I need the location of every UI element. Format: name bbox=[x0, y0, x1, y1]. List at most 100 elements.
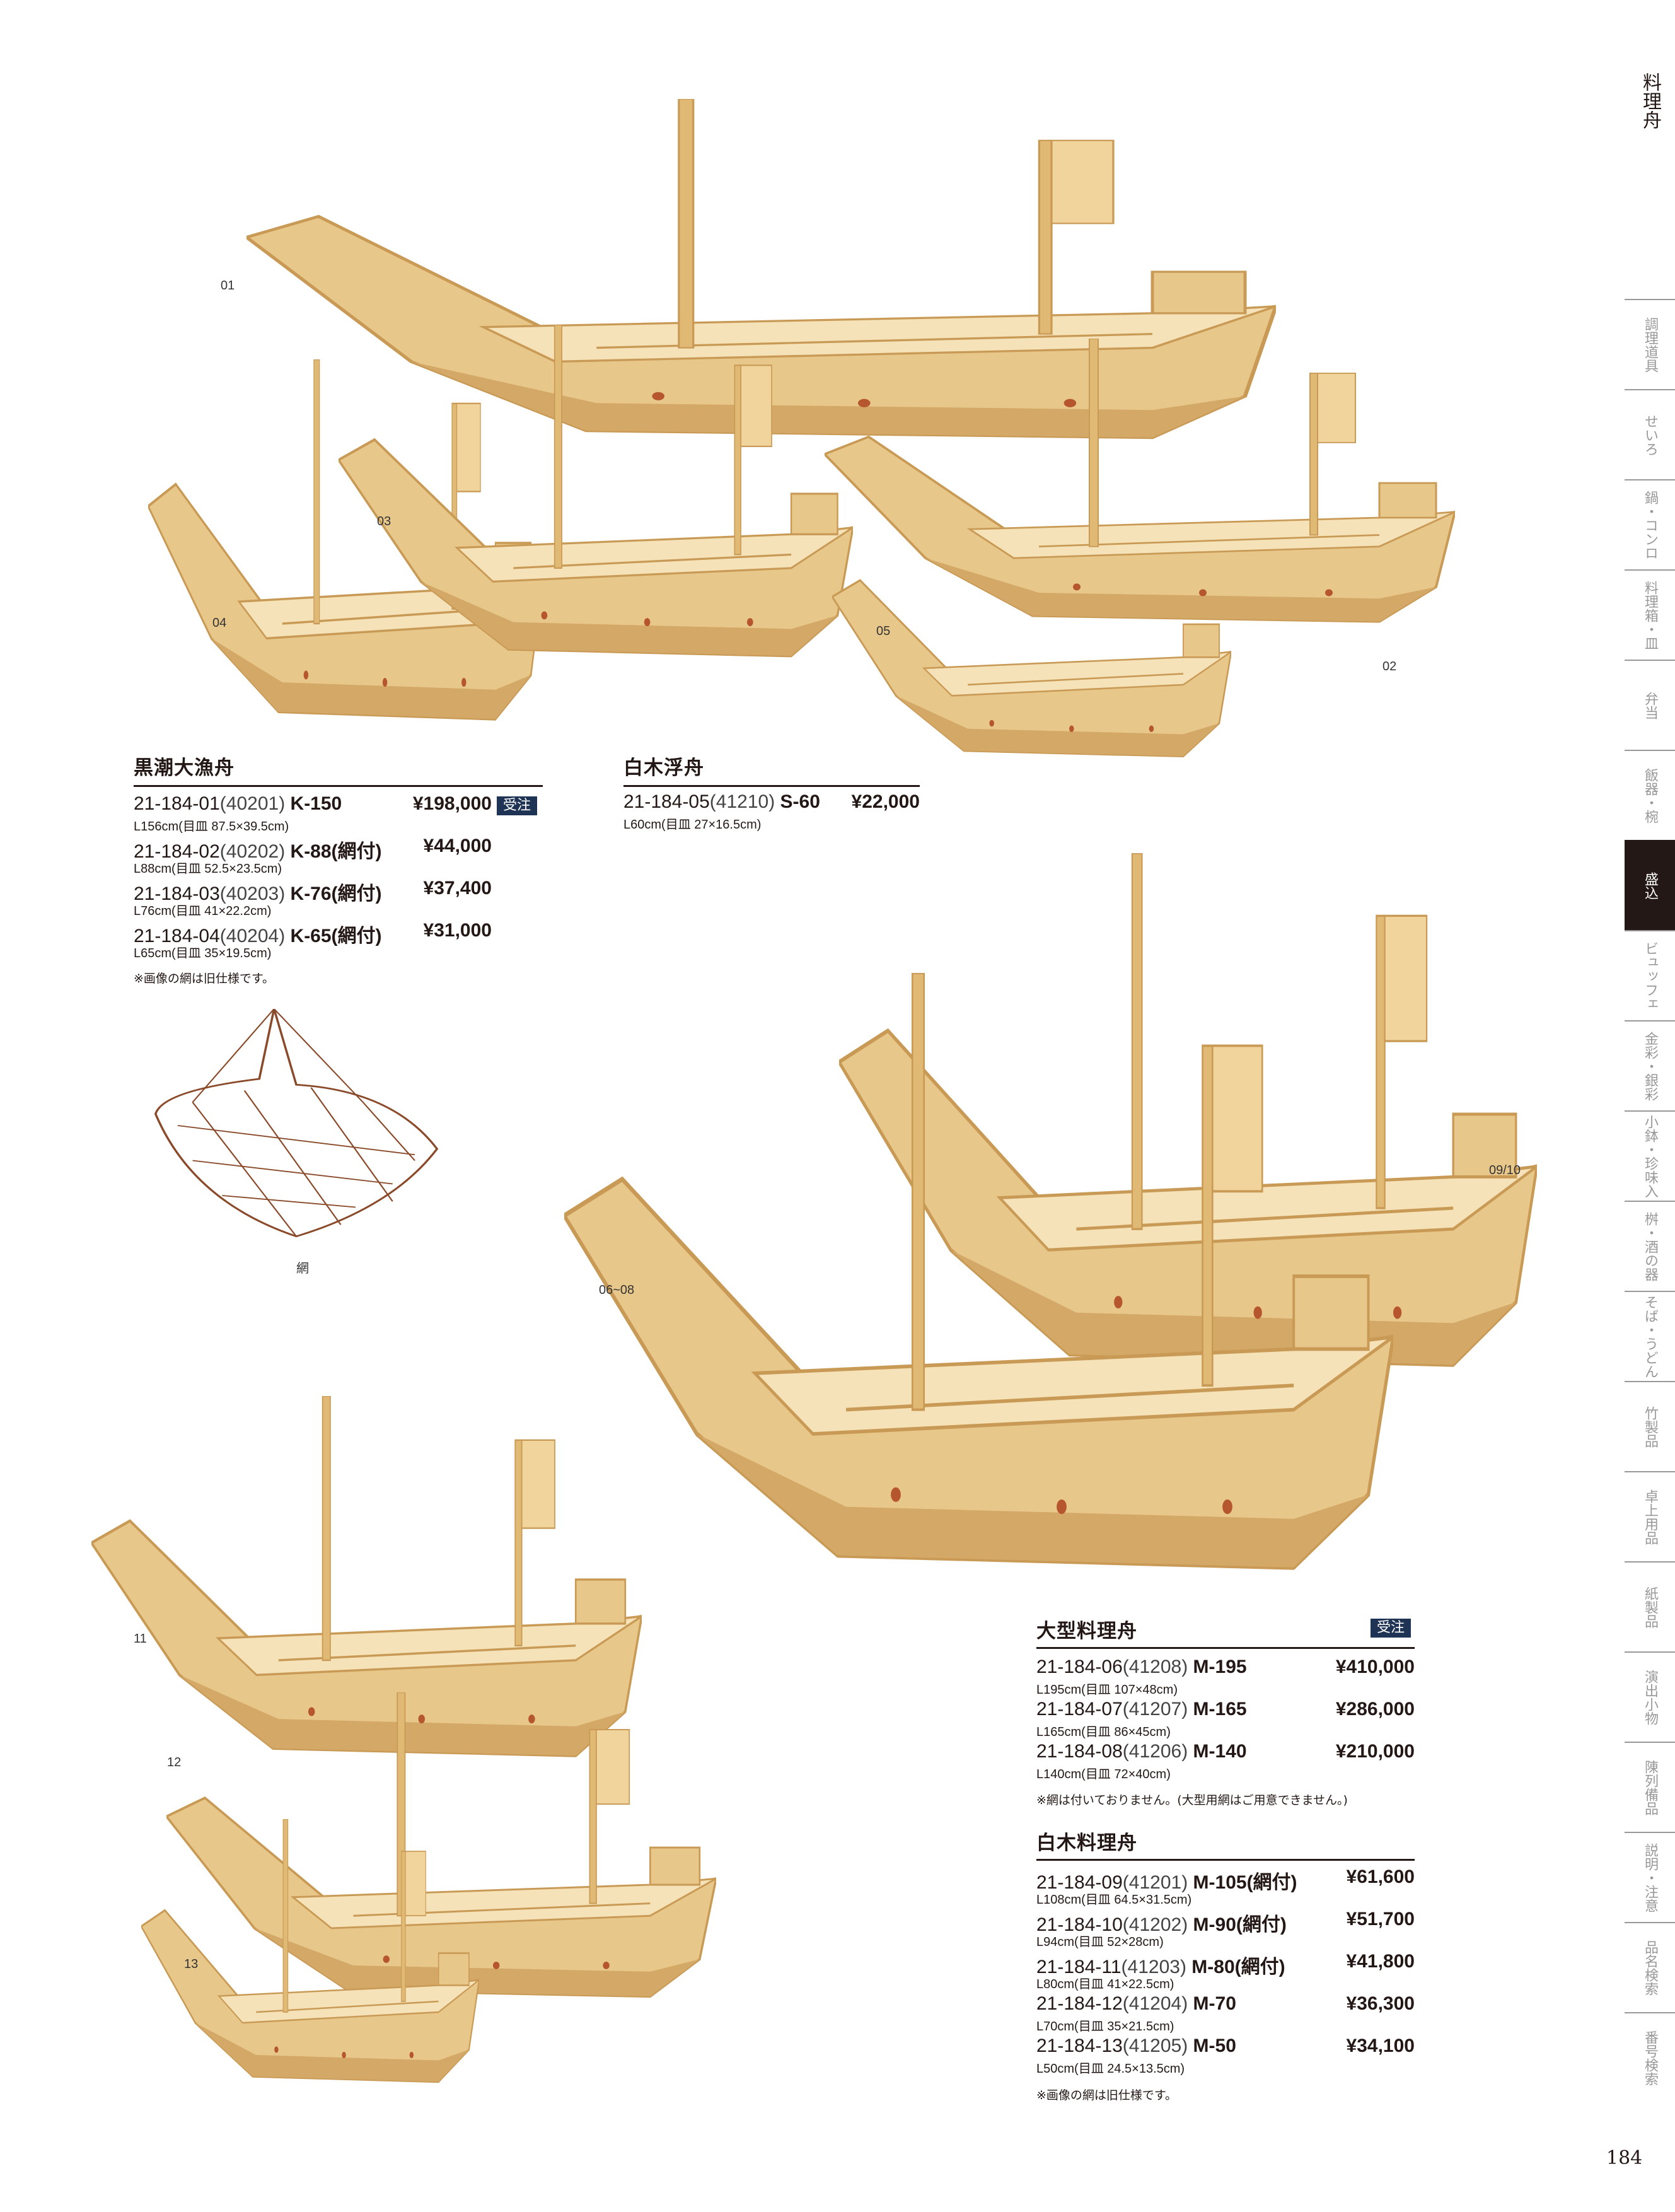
sidebar-item-14[interactable]: 紙製品 bbox=[1625, 1561, 1675, 1651]
price: ¥36,300 bbox=[1346, 1993, 1415, 2014]
note: ※画像の網は旧仕様です。 bbox=[1036, 2088, 1178, 2102]
note: ※網は付いておりません。(大型用網はご用意できません。) bbox=[1036, 1793, 1348, 1807]
catalog-number: (40202) bbox=[219, 841, 286, 862]
catalog-number: (41206) bbox=[1122, 1741, 1188, 1762]
sidebar-item-11[interactable]: そば・うどん bbox=[1625, 1291, 1675, 1381]
product-row: 21-184-08(41206) M-140 bbox=[1036, 1741, 1247, 1762]
model-name: M-90(網付) bbox=[1193, 1914, 1287, 1935]
sidebar-heading: 料理舟 bbox=[1639, 73, 1661, 129]
product-code: 21-184-11 bbox=[1036, 1957, 1121, 1977]
size-spec: L108cm(目皿 64.5×31.5cm) bbox=[1036, 1893, 1192, 1907]
sidebar-item-5[interactable]: 飯器・椀 bbox=[1625, 750, 1675, 840]
note: ※画像の網は旧仕様です。 bbox=[134, 972, 275, 986]
size-spec: L94cm(目皿 52×28cm) bbox=[1036, 1935, 1164, 1949]
product-row: 21-184-10(41202) M-90(網付) bbox=[1036, 1909, 1287, 1936]
model-name: M-105(網付) bbox=[1193, 1872, 1297, 1893]
model-name: M-140 bbox=[1193, 1741, 1247, 1762]
photo-label-11: 11 bbox=[134, 1632, 147, 1646]
photo-label-05: 05 bbox=[876, 624, 891, 638]
sidebar-item-label: 演出小物 bbox=[1642, 1669, 1658, 1725]
model-name: M-50 bbox=[1193, 2035, 1236, 2056]
sidebar-item-label: 盛込 bbox=[1642, 871, 1658, 900]
sidebar-item-17[interactable]: 説明・注意 bbox=[1625, 1832, 1675, 1922]
sidebar-item-label: 弁当 bbox=[1642, 691, 1658, 719]
price: ¥210,000 bbox=[1335, 1741, 1415, 1762]
sidebar-item-6[interactable]: 盛込 bbox=[1625, 840, 1675, 930]
boat-photo-05 bbox=[832, 487, 1231, 762]
product-code: 21-184-12 bbox=[1036, 1993, 1123, 2014]
photo-label-02: 02 bbox=[1382, 660, 1397, 673]
sidebar-item-2[interactable]: 鍋・コンロ bbox=[1625, 479, 1675, 569]
product-row: 21-184-12(41204) M-70 bbox=[1036, 1993, 1236, 2015]
product-row: 21-184-05(41210) S-60 bbox=[623, 791, 820, 813]
model-name: M-195 bbox=[1193, 1656, 1247, 1677]
price: ¥44,000 bbox=[423, 835, 492, 856]
sidebar-item-4[interactable]: 弁当 bbox=[1625, 660, 1675, 750]
price: ¥410,000 bbox=[1335, 1656, 1415, 1677]
photo-label-01: 01 bbox=[221, 279, 235, 293]
photo-label-net: 網 bbox=[296, 1262, 309, 1276]
sidebar-item-7[interactable]: ビュッフェ bbox=[1625, 930, 1675, 1020]
size-spec: L88cm(目皿 52.5×23.5cm) bbox=[134, 862, 282, 876]
size-spec: L70cm(目皿 35×21.5cm) bbox=[1036, 2020, 1174, 2034]
price: ¥286,000 bbox=[1335, 1699, 1415, 1720]
size-spec: L140cm(目皿 72×40cm) bbox=[1036, 1767, 1171, 1781]
sidebar-item-label: 陳列備品 bbox=[1642, 1759, 1658, 1815]
model-name: M-80(網付) bbox=[1191, 1957, 1285, 1977]
page-number: 184 bbox=[1606, 2147, 1643, 2169]
sidebar-item-label: 鍋・コンロ bbox=[1642, 490, 1658, 560]
sidebar-item-label: 調理道具 bbox=[1642, 317, 1658, 373]
size-spec: L65cm(目皿 35×19.5cm) bbox=[134, 946, 272, 960]
sidebar-item-3[interactable]: 料理箱・皿 bbox=[1625, 569, 1675, 660]
sidebar-item-1[interactable]: せいろ bbox=[1625, 389, 1675, 479]
sidebar-item-label: そば・うどん bbox=[1642, 1295, 1658, 1378]
sidebar-item-label: 卓上用品 bbox=[1642, 1489, 1658, 1545]
size-spec: L50cm(目皿 24.5×13.5cm) bbox=[1036, 2062, 1185, 2076]
photo-label-12: 12 bbox=[167, 1755, 182, 1769]
model-name: K-65(網付) bbox=[290, 926, 382, 946]
section-title: 大型料理舟 bbox=[1036, 1620, 1137, 1643]
sidebar-item-16[interactable]: 陳列備品 bbox=[1625, 1742, 1675, 1832]
sidebar-item-10[interactable]: 桝・酒の器 bbox=[1625, 1201, 1675, 1291]
size-spec: L156cm(目皿 87.5×39.5cm) bbox=[134, 820, 289, 834]
sidebar-item-label: 竹製品 bbox=[1642, 1406, 1658, 1448]
sidebar-item-12[interactable]: 竹製品 bbox=[1625, 1381, 1675, 1471]
boat-photo-03 bbox=[339, 325, 853, 663]
sidebar-item-0[interactable]: 調理道具 bbox=[1625, 299, 1675, 389]
size-spec: L76cm(目皿 41×22.2cm) bbox=[134, 904, 272, 918]
sidebar-item-19[interactable]: 番号検索 bbox=[1625, 2012, 1675, 2102]
divider bbox=[134, 785, 543, 787]
sidebar-item-label: 説明・注意 bbox=[1642, 1842, 1658, 1912]
catalog-number: (40201) bbox=[219, 793, 286, 814]
product-code: 21-184-06 bbox=[1036, 1656, 1123, 1677]
price: ¥31,000 bbox=[423, 920, 492, 941]
product-code: 21-184-08 bbox=[1036, 1741, 1123, 1762]
product-code: 21-184-07 bbox=[1036, 1699, 1123, 1720]
order-badge: 受注 bbox=[497, 796, 538, 815]
sidebar-item-18[interactable]: 品名検索 bbox=[1625, 1922, 1675, 2012]
price: ¥51,700 bbox=[1346, 1909, 1415, 1930]
catalog-number: (41210) bbox=[709, 791, 775, 812]
price: ¥61,600 bbox=[1346, 1866, 1415, 1887]
sidebar-item-8[interactable]: 金彩・銀彩 bbox=[1625, 1020, 1675, 1110]
sidebar-item-13[interactable]: 卓上用品 bbox=[1625, 1471, 1675, 1561]
section-title: 黒潮大漁舟 bbox=[134, 757, 235, 779]
boat-photo-13 bbox=[141, 1819, 479, 2087]
section-title: 白木浮舟 bbox=[623, 757, 704, 779]
size-spec: L165cm(目皿 86×45cm) bbox=[1036, 1725, 1171, 1739]
model-name: M-70 bbox=[1193, 1993, 1236, 2014]
catalog-number: (41201) bbox=[1122, 1872, 1188, 1893]
product-row: 21-184-01(40201) K-150 bbox=[134, 793, 342, 815]
catalog-number: (41208) bbox=[1122, 1656, 1188, 1677]
sidebar-item-9[interactable]: 小鉢・珍味入 bbox=[1625, 1110, 1675, 1201]
product-row: 21-184-06(41208) M-195 bbox=[1036, 1656, 1247, 1678]
catalog-number: (41207) bbox=[1122, 1699, 1188, 1720]
price: ¥41,800 bbox=[1346, 1951, 1415, 1972]
sidebar-item-label: 小鉢・珍味入 bbox=[1642, 1114, 1658, 1198]
net-photo bbox=[148, 1009, 444, 1242]
catalog-number: (41202) bbox=[1122, 1914, 1188, 1935]
model-name: M-165 bbox=[1193, 1699, 1247, 1720]
catalog-number: (40204) bbox=[219, 926, 286, 946]
price: ¥34,100 bbox=[1346, 2035, 1415, 2056]
sidebar-item-15[interactable]: 演出小物 bbox=[1625, 1651, 1675, 1742]
